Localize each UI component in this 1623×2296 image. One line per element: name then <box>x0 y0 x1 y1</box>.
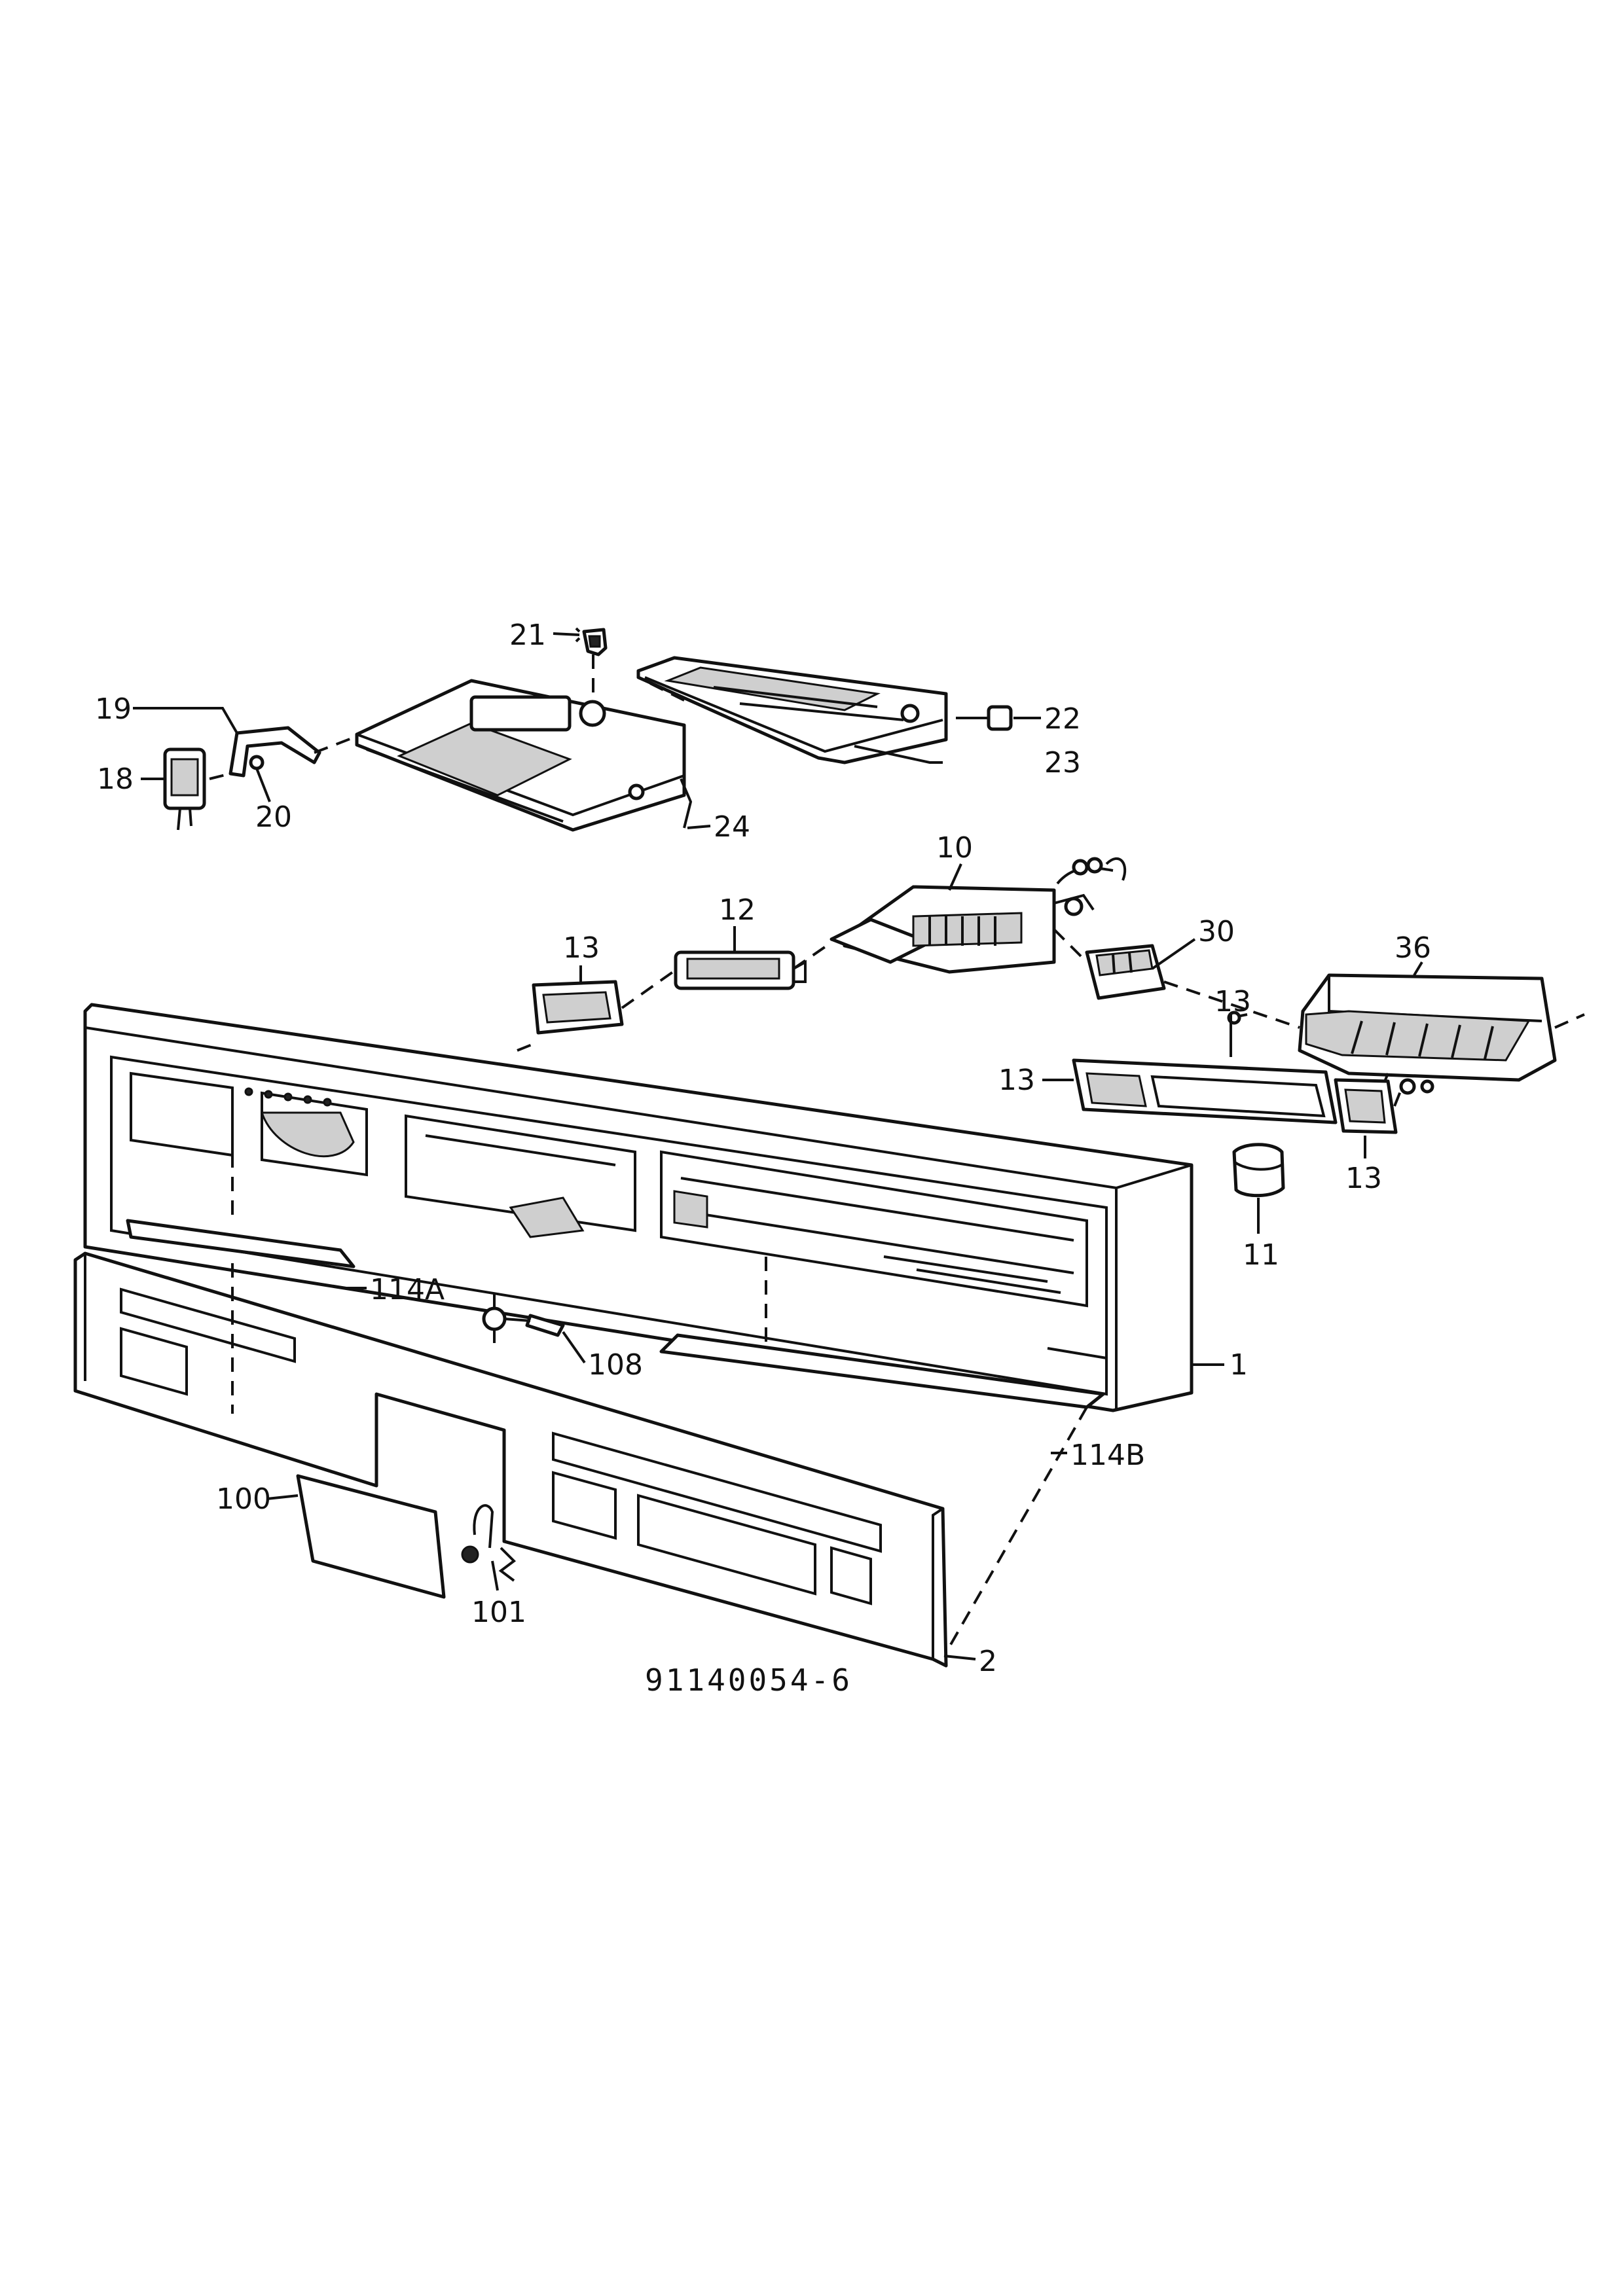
callout-108: 108 <box>588 1348 643 1382</box>
callout-30: 30 <box>1198 915 1235 948</box>
part-108-lamp <box>482 1306 565 1337</box>
part-10-selector <box>830 857 1127 974</box>
callout-18: 18 <box>97 762 134 796</box>
callout-22: 22 <box>1044 702 1081 736</box>
callout-23: 23 <box>1044 746 1081 780</box>
callout-11: 11 <box>1243 1238 1279 1272</box>
callout-21: 21 <box>509 619 546 652</box>
callout-101: 101 <box>471 1596 526 1629</box>
part-24-housing <box>355 679 693 832</box>
part-114a-trim-strip <box>126 1219 356 1268</box>
callout-10: 10 <box>936 831 973 865</box>
part-18-switch <box>163 747 206 831</box>
part-1-control-panel-frame <box>83 1003 1194 1412</box>
part-21-clip <box>582 628 608 656</box>
part-114b-trim-strip <box>659 1333 1105 1409</box>
part-23-cover <box>636 656 948 764</box>
callout-13-lower: 13 <box>1345 1162 1382 1195</box>
part-20-pin <box>249 755 264 770</box>
callout-13-right: 13 <box>1214 985 1251 1018</box>
callout-13-upper: 13 <box>563 931 600 965</box>
part-13-button-strip <box>1072 1058 1434 1134</box>
part-13-button-upper <box>532 980 624 1035</box>
leader-lines <box>133 627 1423 1660</box>
part-2-front-fascia <box>73 1251 948 1668</box>
part-101-spring <box>461 1504 517 1582</box>
callout-12: 12 <box>719 893 756 927</box>
callout-20: 20 <box>255 800 292 834</box>
callout-13-left: 13 <box>998 1064 1035 1097</box>
callout-36: 36 <box>1395 931 1431 965</box>
drawing-number: 91140054-6 <box>645 1662 852 1698</box>
callout-19: 19 <box>95 692 132 726</box>
part-19-lever <box>228 726 321 778</box>
part-12-indicator <box>674 950 807 990</box>
part-100-flap <box>296 1474 446 1599</box>
callout-24: 24 <box>714 810 750 844</box>
callout-100: 100 <box>216 1482 271 1516</box>
callout-114b: 114B <box>1070 1439 1145 1472</box>
part-11-knob <box>1232 1143 1285 1198</box>
callout-114a: 114A <box>370 1273 445 1306</box>
part-22-screw <box>956 705 1013 731</box>
assembly-lines <box>209 655 1585 1653</box>
part-30-terminal <box>1085 944 1166 1000</box>
callout-1: 1 <box>1230 1348 1248 1382</box>
callout-2: 2 <box>979 1645 997 1678</box>
